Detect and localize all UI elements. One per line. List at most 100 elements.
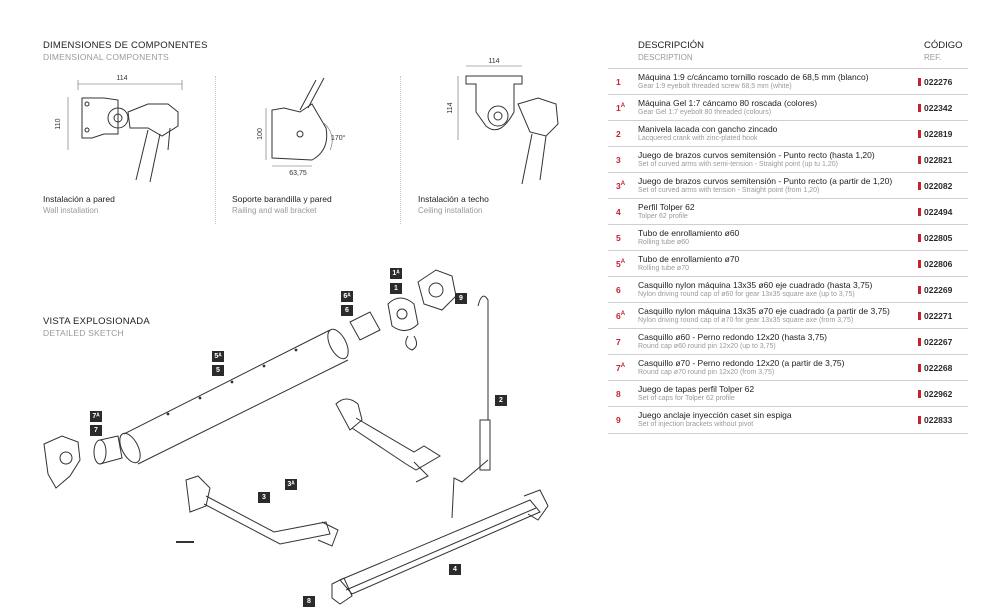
row-description-en: Rolling tube ø70	[638, 265, 689, 272]
part-label: 9	[455, 293, 467, 304]
row-number: 8	[616, 389, 621, 399]
part-label: 2	[495, 395, 507, 406]
row-number: 4	[616, 207, 621, 217]
row-description: Juego anclaje inyección caset sin espiga	[638, 410, 792, 420]
part-label: 6	[341, 305, 353, 316]
table-row: 3A Juego de brazos curvos semitensión - P…	[608, 172, 968, 199]
row-description-en: Set of curved arms with semi-tension - S…	[638, 161, 838, 168]
row-description-en: Nylon driving round cap of ø70 for gear …	[638, 317, 854, 324]
row-description-en: Gear Gel 1:7 eyebolt 80 threaded (colour…	[638, 109, 772, 116]
row-description-en: Round cap ø70 round pin 12x20 (from 3,75…	[638, 369, 775, 376]
row-description: Casquillo nylon máquina 13x35 ø60 eje cu…	[638, 280, 873, 290]
row-number: 1A	[616, 103, 626, 113]
part-label: 1	[390, 283, 402, 294]
row-description-en: Nylon driving round cap of ø60 for gear …	[638, 291, 855, 298]
divider	[400, 76, 401, 224]
row-description: Tubo de enrollamiento ø70	[638, 254, 740, 264]
row-number: 3A	[616, 181, 626, 191]
row-number: 1	[616, 77, 621, 87]
row-description-en: Rolling tube ø60	[638, 239, 689, 246]
part-label: 3ᴬ	[285, 479, 297, 490]
row-number: 5A	[616, 259, 626, 269]
part-label: 4	[449, 564, 461, 575]
caption-ceiling-en: Ceiling installation	[418, 206, 483, 215]
row-description: Casquillo ø60 - Perno redondo 12x20 (has…	[638, 332, 828, 342]
row-code: 022833	[917, 415, 953, 425]
table-row: 7A Casquillo ø70 - Perno redondo 12x20 (a…	[608, 354, 968, 381]
dimensions-subtitle: DIMENSIONAL COMPONENTS	[43, 52, 169, 62]
row-number: 5	[616, 233, 621, 243]
row-number: 6	[616, 285, 621, 295]
row-code: 022276	[917, 77, 953, 87]
table-row: 7 Casquillo ø60 - Perno redondo 12x20 (ha…	[608, 328, 968, 355]
row-code: 022821	[917, 155, 953, 165]
row-number: 2	[616, 129, 621, 139]
part-label: 1ᴬ	[390, 268, 402, 279]
exploded-subtitle: DETAILED SKETCH	[43, 328, 124, 338]
part-label: 6ᴬ	[341, 291, 353, 302]
row-description: Tubo de enrollamiento ø60	[638, 228, 740, 238]
part-label: 7	[90, 425, 102, 436]
row-number: 7	[616, 337, 621, 347]
caption-wall-en: Wall installation	[43, 206, 99, 215]
dim-wall-height: 110	[55, 118, 62, 129]
dim-railing-angle: 170°	[331, 134, 346, 142]
dim-wall-width: 114	[116, 75, 127, 82]
table-row: 1A Máquina Gel 1:7 cáncamo 80 roscada (co…	[608, 94, 968, 121]
column-subheader-description: DESCRIPTION	[638, 53, 693, 62]
column-subheader-code: REF.	[924, 53, 942, 62]
row-number: 3	[616, 155, 621, 165]
caption-railing-en: Railing and wall bracket	[232, 206, 317, 215]
row-code: 022962	[917, 389, 953, 399]
exploded-title: VISTA EXPLOSIONADA	[43, 316, 150, 327]
row-description: Juego de brazos curvos semitensión - Pun…	[638, 150, 875, 160]
row-description: Casquillo ø70 - Perno redondo 12x20 (a p…	[638, 358, 845, 368]
row-code: 022342	[917, 103, 953, 113]
dim-ceiling-height: 114	[447, 102, 454, 113]
row-description: Juego de tapas perfil Tolper 62	[638, 384, 755, 394]
row-number: 7A	[616, 363, 626, 373]
row-code: 022806	[917, 259, 953, 269]
row-description: Máquina Gel 1:7 cáncamo 80 roscada (colo…	[638, 98, 818, 108]
row-code: 022494	[917, 207, 953, 217]
column-header-description: DESCRIPCIÓN	[638, 40, 704, 51]
table-row: 3 Juego de brazos curvos semitensión - Pu…	[608, 146, 968, 173]
dim-railing-height: 100	[257, 128, 264, 140]
row-code: 022268	[917, 363, 953, 373]
row-description-en: Set of curved arms with tension - Straig…	[638, 187, 820, 194]
table-row: 6 Casquillo nylon máquina 13x35 ø60 eje c…	[608, 276, 968, 303]
row-description-en: Gear 1:9 eyebolt threaded screw 68,5 mm …	[638, 83, 792, 90]
table-row: 9 Juego anclaje inyección caset sin espig…	[608, 406, 968, 434]
part-label: 5ᴬ	[212, 351, 224, 362]
row-number: 6A	[616, 311, 626, 321]
row-code: 022267	[917, 337, 953, 347]
row-description-en: Set of caps for Tolper 62 profile	[638, 395, 735, 402]
row-code: 022805	[917, 233, 953, 243]
row-number: 9	[616, 415, 621, 425]
row-description-en: Round cap ø60 round pin 12x20 (up to 3,7…	[638, 343, 776, 350]
part-label: 8	[303, 596, 315, 607]
divider	[215, 76, 216, 224]
row-code: 022269	[917, 285, 953, 295]
row-description: Manivela lacada con gancho zincado	[638, 124, 778, 134]
row-code: 022271	[917, 311, 953, 321]
dimensions-title: DIMENSIONES DE COMPONENTES	[43, 40, 208, 51]
column-header-code: CÓDIGO	[924, 40, 963, 51]
row-description: Perfil Tolper 62	[638, 202, 695, 212]
row-code: 022819	[917, 129, 953, 139]
row-description-en: Tolper 62 profile	[638, 213, 688, 220]
row-description: Juego de brazos curvos semitensión - Pun…	[638, 176, 893, 186]
part-label: 5	[212, 365, 224, 376]
part-label: 3	[258, 492, 270, 503]
caption-ceiling: Instalación a techo	[418, 194, 489, 204]
dim-ceiling-width: 114	[488, 58, 499, 65]
dim-railing-width: 63,75	[289, 170, 307, 177]
